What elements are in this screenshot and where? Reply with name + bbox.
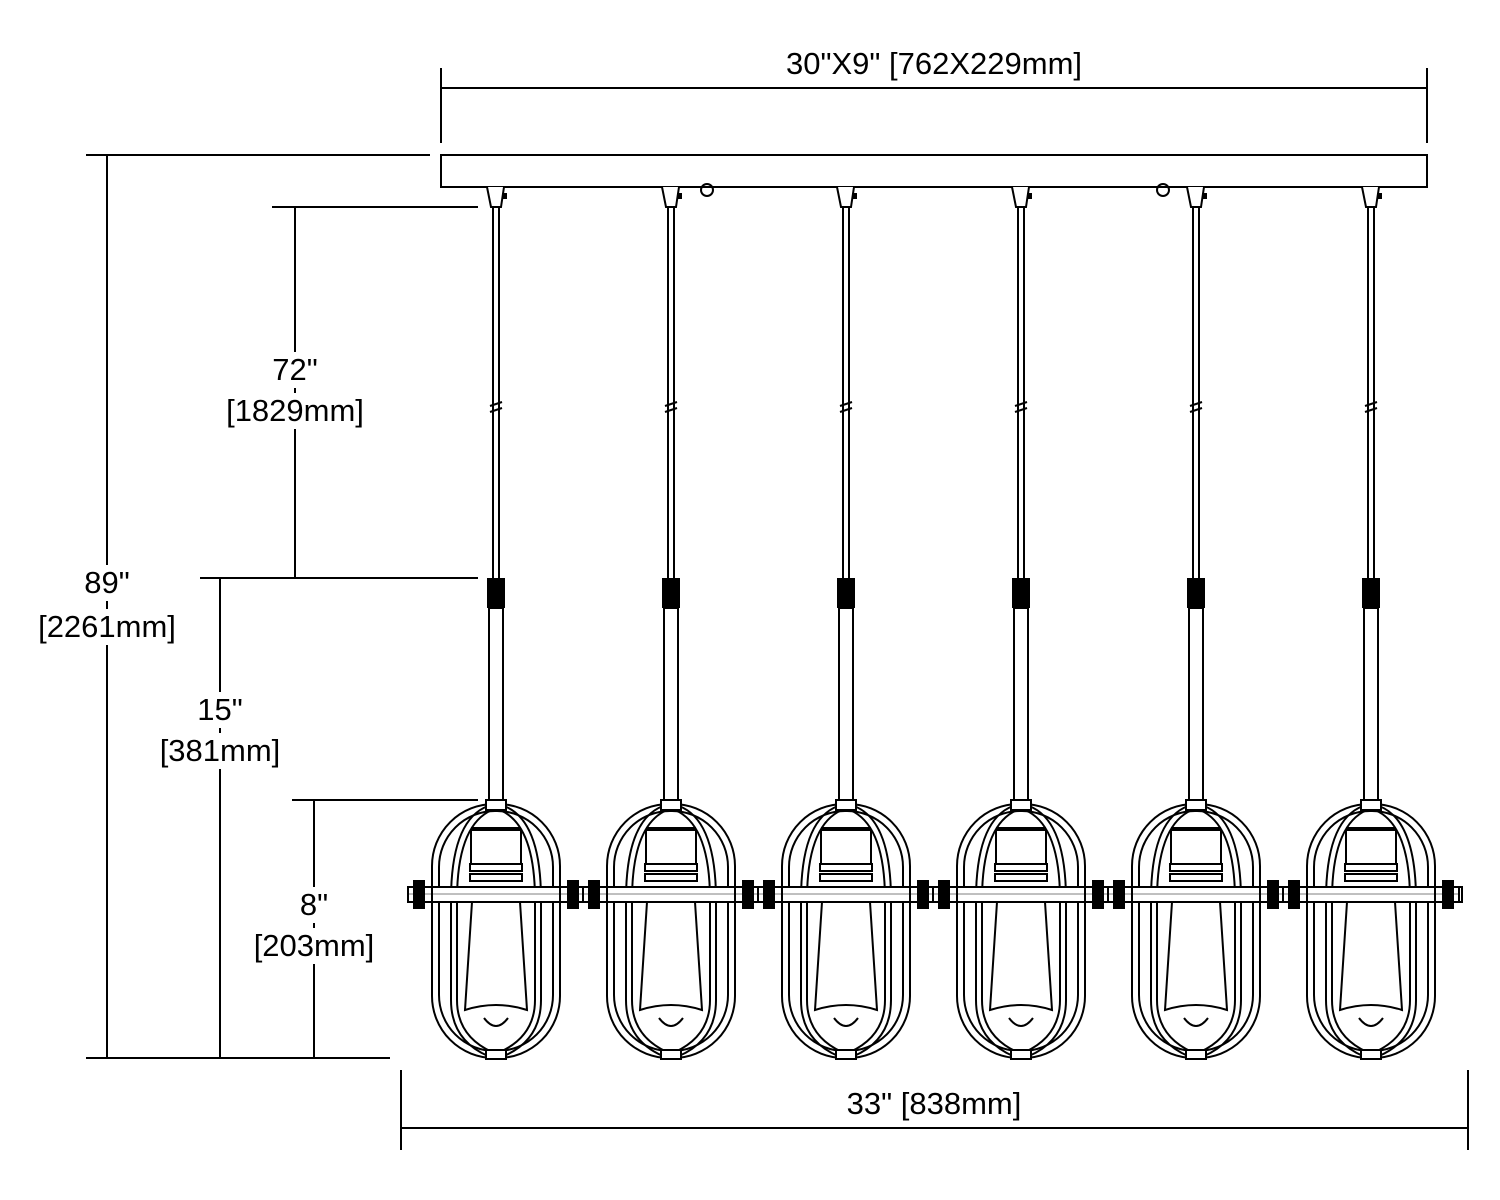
pendant [757, 186, 935, 1060]
overall-height-mm-label: [2261mm] [36, 609, 178, 645]
cord-length-label: 72" [270, 352, 320, 388]
pendant [1282, 186, 1460, 1060]
fixture-height-label: 15" [195, 692, 245, 728]
cord-length-mm-label: [1829mm] [224, 393, 366, 429]
canopy [440, 154, 1428, 188]
fixture-height-mm-label: [381mm] [157, 733, 283, 769]
height-dimension-lines [86, 154, 478, 1059]
pendant [582, 186, 760, 1060]
canopy-dimension-line [440, 68, 1428, 143]
pendant [932, 186, 1110, 1060]
canopy-screw [1156, 183, 1170, 197]
canopy-dimension-label: 30"X9" [762X229mm] [783, 46, 1085, 82]
canopy-screw [700, 183, 714, 197]
width-dimension-line [400, 1070, 1469, 1150]
overall-width-label: 33" [838mm] [844, 1086, 1024, 1122]
shade-height-mm-label: [203mm] [251, 928, 377, 964]
overall-height-label: 89" [82, 565, 132, 601]
shade-height-label: 8" [297, 887, 331, 923]
pendant [1107, 186, 1285, 1060]
pendant [407, 186, 585, 1060]
